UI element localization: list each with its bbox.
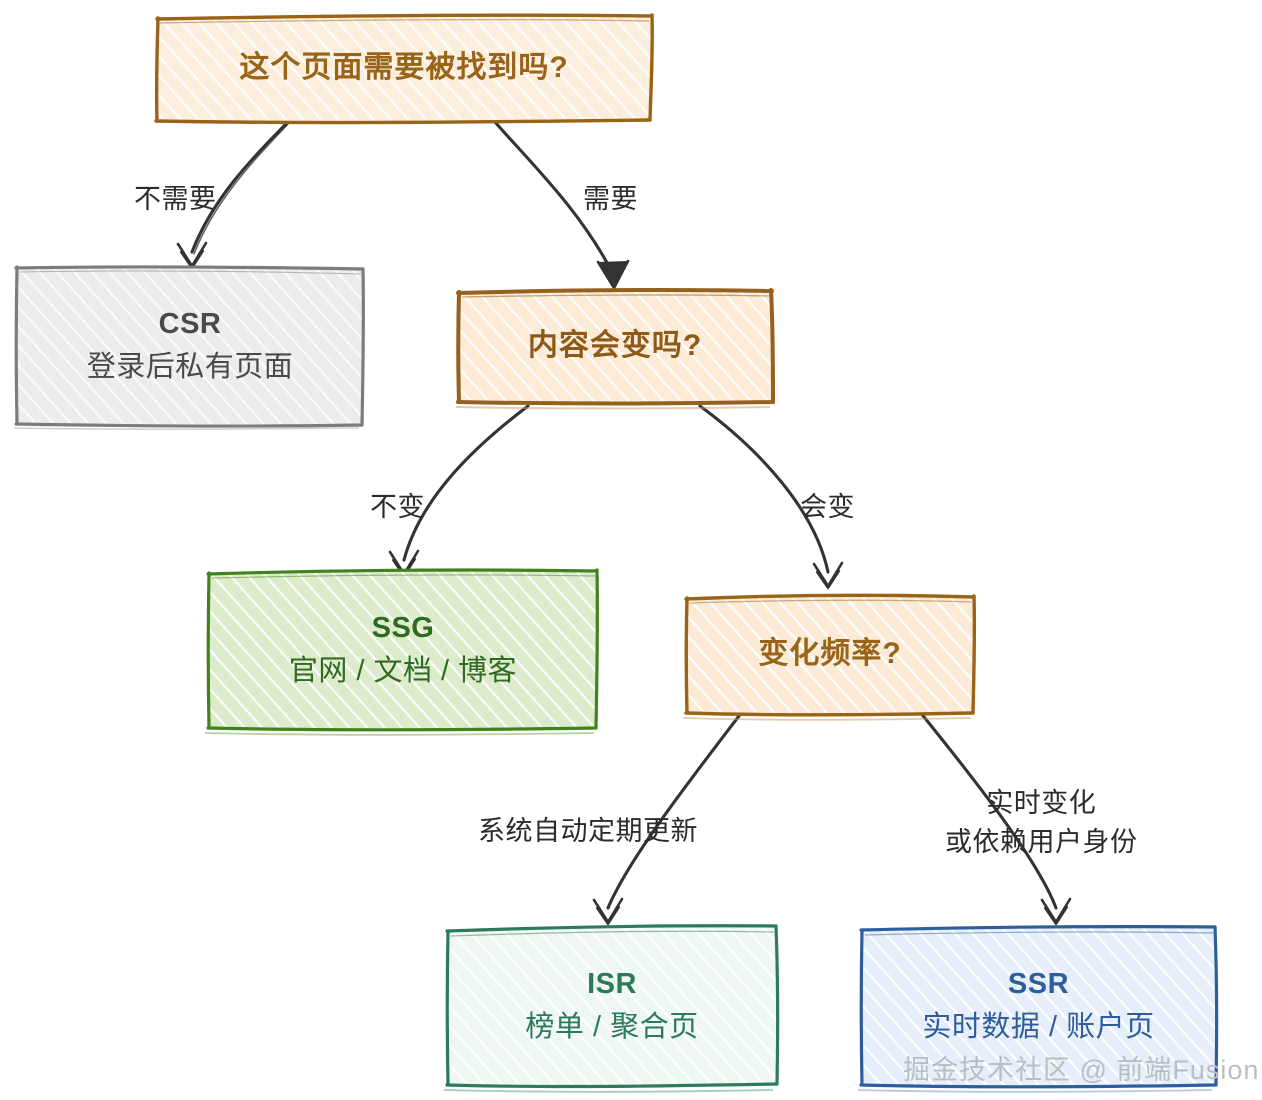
- edge-root-change: [493, 120, 630, 290]
- node-ssr-shape: [857, 925, 1219, 1093]
- node-ssr-subtitle: 实时数据 / 账户页: [922, 1011, 1155, 1043]
- node-content-changes-shape: [455, 287, 775, 410]
- edge-label-realtime: 实时变化 或依赖用户身份: [945, 784, 1138, 862]
- node-content-changes[interactable]: 内容会变吗?: [455, 287, 775, 410]
- node-ssr[interactable]: SSR 实时数据 / 账户页: [857, 925, 1219, 1093]
- node-change-frequency-label: 变化频率?: [758, 637, 902, 671]
- edge-label-not-needed: 不需要: [134, 184, 217, 214]
- node-root-label: 这个页面需要被找到吗?: [239, 50, 569, 84]
- edge-label-no-change: 不变: [370, 492, 425, 522]
- node-isr-title: ISR: [587, 968, 637, 1001]
- edge-label-scheduled-update: 系统自动定期更新: [478, 816, 698, 846]
- edge-freq-ssr: [918, 710, 1072, 926]
- node-ssr-title: SSR: [1007, 968, 1070, 1001]
- node-isr-shape: [443, 924, 780, 1093]
- edge-label-needed: 需要: [583, 184, 638, 214]
- node-csr-title: CSR: [158, 308, 222, 341]
- node-isr[interactable]: ISR 榜单 / 聚合页: [443, 924, 780, 1093]
- node-change-frequency-shape: [682, 593, 977, 721]
- node-csr-shape: [13, 265, 366, 430]
- node-change-frequency[interactable]: 变化频率?: [682, 593, 977, 721]
- edge-label-realtime-line1: 实时变化: [986, 788, 1097, 818]
- edge-label-realtime-line2: 或依赖用户身份: [945, 827, 1138, 858]
- node-isr-subtitle: 榜单 / 聚合页: [525, 1011, 699, 1043]
- node-ssg-title: SSG: [371, 611, 435, 644]
- node-content-changes-label: 内容会变吗?: [527, 328, 703, 362]
- node-csr-subtitle: 登录后私有页面: [86, 351, 294, 383]
- edge-freq-isr: [592, 710, 744, 926]
- edge-change-freq: [698, 404, 844, 590]
- node-ssg-subtitle: 官网 / 文档 / 博客: [288, 654, 518, 687]
- node-ssg-shape: [204, 568, 600, 736]
- node-root-question[interactable]: 这个页面需要被找到吗?: [154, 13, 654, 125]
- edge-label-will-change: 会变: [800, 492, 855, 522]
- node-ssg[interactable]: SSG 官网 / 文档 / 博客: [204, 568, 600, 736]
- node-root-shape: [154, 13, 654, 125]
- node-csr[interactable]: CSR 登录后私有页面: [13, 265, 366, 430]
